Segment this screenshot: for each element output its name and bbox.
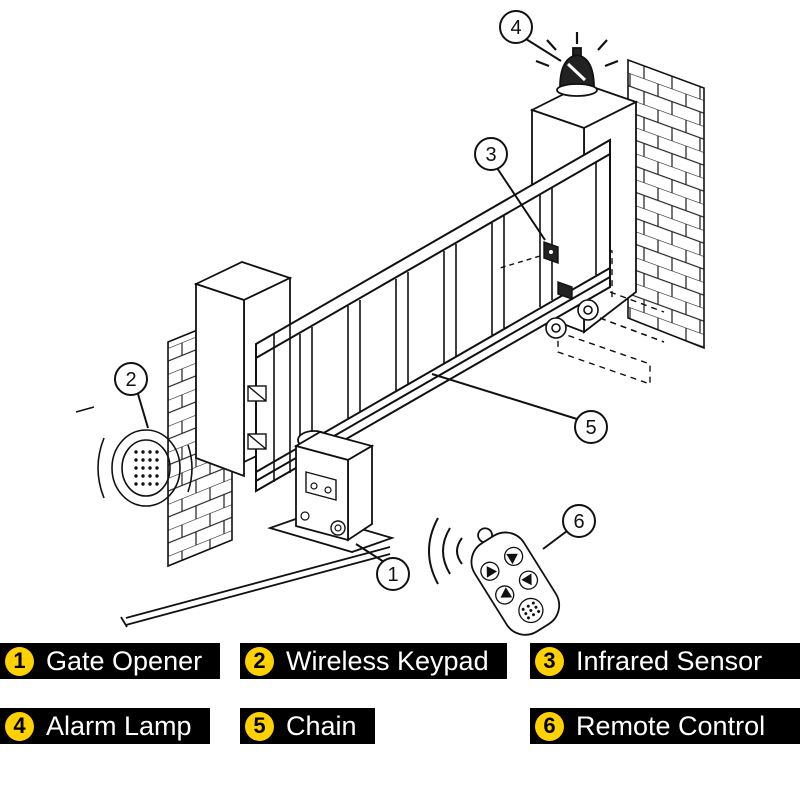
callout-6: 6 [542,504,596,550]
legend-label-gate-opener: Gate Opener [46,646,203,676]
callout-4: 4 [499,10,562,62]
legend-number: 2 [253,648,266,673]
alarm-lamp-icon [535,32,619,97]
infrared-sensor-icon [499,241,573,300]
legend-item-gate-opener: 1 Gate Opener [0,643,221,679]
callout-1-number: 1 [387,564,398,586]
legend-item-infrared-sensor: 3 Infrared Sensor [530,643,800,679]
legend-label-alarm-lamp: Alarm Lamp [46,711,192,741]
callout-5-number: 5 [585,417,596,439]
legend-label-wireless-keypad: Wireless Keypad [286,646,489,676]
legend-item-chain: 5 Chain [240,708,375,744]
callout-6-number: 6 [573,511,584,533]
legend-number: 1 [13,648,26,673]
legend-item-alarm-lamp: 4 Alarm Lamp [0,708,210,744]
wireless-keypad-icon [75,406,193,507]
legend-number: 5 [253,713,266,738]
callout-2-number: 2 [125,369,136,391]
callout-1: 1 [355,543,410,591]
legend-item-wireless-keypad: 2 Wireless Keypad [240,643,507,679]
legend-badge-4: 4 [5,711,34,741]
gate-system-diagram: 1 2 3 4 5 [75,10,705,636]
legend-number: 4 [13,713,26,738]
legend-badge-6: 6 [535,711,564,741]
callout-5: 5 [431,373,608,444]
legend-item-remote-control: 6 Remote Control [530,708,800,744]
rail-track [120,546,391,628]
diagram-area: 1 2 3 4 5 [75,10,705,636]
legend-badge-3: 3 [535,646,564,676]
gate-slats [273,162,597,482]
callout-3: 3 [474,137,546,241]
callout-4-number: 4 [510,17,521,39]
sliding-gate [247,138,611,493]
legend-number: 3 [543,648,556,673]
legend-number: 6 [543,713,556,738]
right-brick-wall [627,58,705,350]
callout-3-number: 3 [485,144,496,166]
legend-label-infrared-sensor: Infrared Sensor [576,646,763,676]
legend-label-remote-control: Remote Control [576,711,766,741]
remote-control-icon [428,517,561,636]
callouts: 1 2 3 4 5 [114,10,608,591]
gate-wheels [545,299,665,343]
legend-badge-1: 1 [5,646,34,676]
gate-opener-icon [267,430,395,553]
legend-label-chain: Chain [286,711,357,741]
legend-badge-2: 2 [245,646,274,676]
gate-hinges [247,385,267,450]
keypad-dots [134,450,159,486]
remote-signal-arcs [428,517,463,585]
callout-2: 2 [114,362,149,429]
lamp-rays [535,32,619,68]
legend-badge-5: 5 [245,711,274,741]
